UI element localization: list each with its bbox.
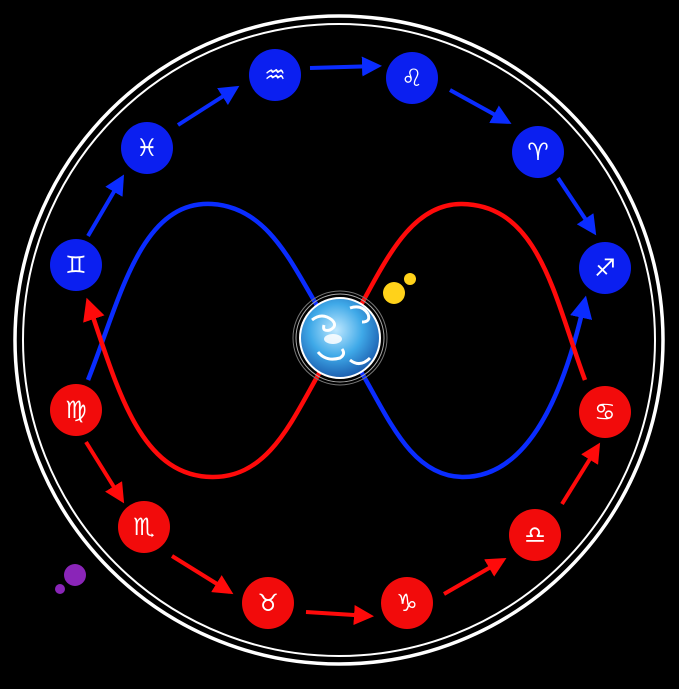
node-taurus: ♉	[242, 577, 294, 629]
libra-icon: ♎	[524, 521, 546, 549]
pisces-icon: ♓	[136, 134, 158, 162]
purple-small-dot	[55, 584, 65, 594]
node-aquarius: ♒	[249, 49, 301, 101]
node-pisces: ♓	[121, 122, 173, 174]
capricorn-icon: ♑	[396, 589, 418, 617]
sun-small-dot	[404, 273, 416, 285]
arrow-pisces-to-aquarius	[176, 85, 240, 127]
gemini-icon: ♊	[65, 251, 87, 279]
sagittarius-icon: ♐	[594, 254, 616, 282]
arrow-leo-to-aries	[449, 88, 512, 124]
arrow-capricorn-to-libra	[443, 558, 507, 596]
node-libra: ♎	[509, 509, 561, 561]
outer-ring	[13, 14, 665, 666]
arrow-aries-to-sagittarius	[556, 176, 597, 236]
inner-ring	[22, 23, 656, 657]
node-capricorn: ♑	[381, 577, 433, 629]
node-scorpio: ♏	[118, 501, 170, 553]
arrow-taurus-to-capricorn	[305, 605, 374, 625]
aquarius-icon: ♒	[264, 61, 286, 89]
node-cancer: ♋	[579, 386, 631, 438]
globe-icon	[292, 290, 388, 386]
taurus-icon: ♉	[257, 589, 279, 617]
arrow-layer	[84, 56, 601, 625]
arrow-virgo-to-scorpio	[84, 440, 125, 504]
purple-large-dot	[64, 564, 86, 586]
aries-icon: ♈	[527, 138, 549, 166]
arrow-libra-to-cancer	[560, 442, 601, 506]
scorpio-icon: ♏	[133, 513, 155, 541]
node-virgo: ♍	[50, 384, 102, 436]
virgo-icon: ♍	[65, 396, 87, 424]
arrow-gemini-to-pisces	[86, 174, 125, 238]
arrow-scorpio-to-taurus	[170, 554, 234, 595]
node-sagittarius: ♐	[579, 242, 631, 294]
node-gemini: ♊	[50, 239, 102, 291]
leo-icon: ♌	[401, 64, 423, 92]
node-aries: ♈	[512, 126, 564, 178]
arrow-aquarius-to-leo	[309, 56, 382, 77]
cancer-icon: ♋	[594, 398, 616, 426]
node-leo: ♌	[386, 52, 438, 104]
sun-large-dot	[383, 282, 405, 304]
